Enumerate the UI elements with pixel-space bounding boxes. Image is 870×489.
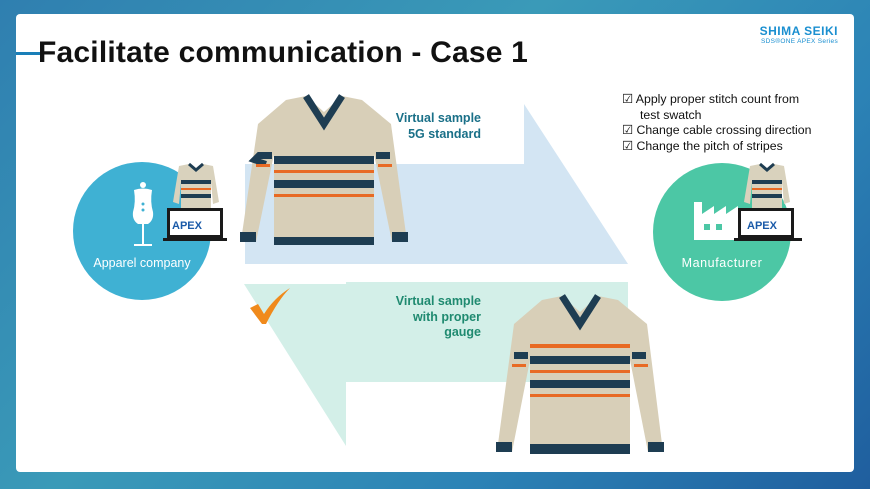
checklist-item-continuation: test swatch bbox=[640, 107, 702, 122]
flow-bottom-line2: with proper bbox=[412, 309, 481, 324]
flow-top-line2: 5G standard bbox=[408, 126, 481, 141]
flow-top-line1: Virtual sample bbox=[395, 111, 481, 125]
laptop-icon-right bbox=[734, 162, 802, 241]
dress-form-icon bbox=[132, 182, 154, 246]
page-title: Facilitate communication - Case 1 bbox=[38, 36, 529, 69]
sweater-5g-image bbox=[240, 94, 408, 245]
sweater-proper-gauge-image bbox=[496, 294, 664, 454]
laptop-icon bbox=[163, 162, 227, 241]
checklist-item-text: Change the pitch of stripes bbox=[636, 138, 783, 153]
manufacturer-label: Manufacturer bbox=[681, 256, 763, 270]
title-accent-bar bbox=[16, 52, 44, 55]
flow-bottom-line1: Virtual sample bbox=[395, 294, 481, 308]
logo-brand: SHIMA SEIKI bbox=[759, 24, 838, 38]
checklist-item-text: Apply proper stitch count from bbox=[635, 92, 800, 106]
flow-top-label: Virtual sample 5G standard bbox=[376, 111, 481, 142]
checklist-item: ☑ Apply proper stitch count from bbox=[622, 92, 811, 108]
logo-sub: SDS®ONE APEX Series bbox=[761, 38, 838, 45]
flow-bottom-label: Virtual sample with proper gauge bbox=[366, 294, 481, 341]
brand-logo: SHIMA SEIKI SDS®ONE APEX Series bbox=[760, 24, 838, 45]
apex-label-left: APEX bbox=[172, 220, 202, 232]
apparel-company-label: Apparel company bbox=[93, 256, 191, 270]
apex-label-right: APEX bbox=[747, 220, 777, 232]
change-checklist: ☑ Apply proper stitch count from test sw… bbox=[622, 92, 811, 154]
check-mark-icon bbox=[250, 288, 290, 324]
checkbox-icon: ☑ bbox=[622, 92, 634, 106]
checkbox-icon: ☑ bbox=[622, 123, 634, 137]
flow-bottom-line3: gauge bbox=[444, 325, 481, 339]
factory-icon bbox=[694, 202, 738, 240]
checklist-item: ☑ Change the pitch of stripes bbox=[622, 139, 811, 155]
checkbox-icon: ☑ bbox=[622, 138, 634, 153]
checklist-item-text: Change cable crossing direction bbox=[636, 123, 812, 137]
slide: Facilitate communication - Case 1 SHIMA … bbox=[16, 14, 854, 472]
checklist-item: ☑ Change cable crossing direction bbox=[622, 123, 811, 139]
